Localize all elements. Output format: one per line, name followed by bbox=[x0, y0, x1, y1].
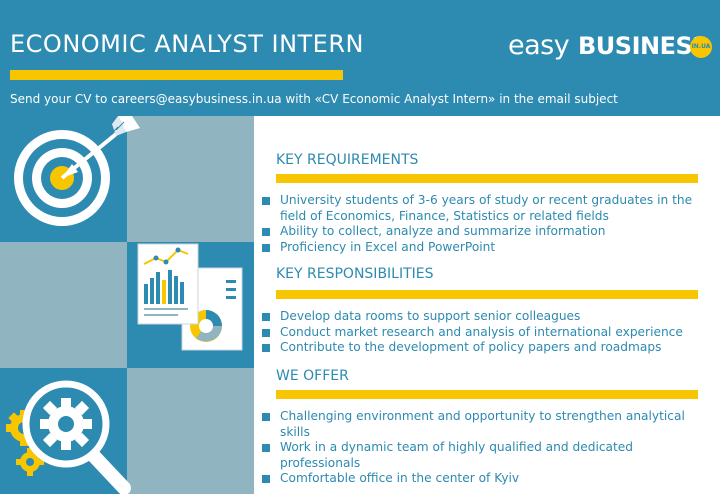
content-panel: KEY REQUIREMENTS University students of … bbox=[254, 116, 720, 494]
section-title-offer: WE OFFER bbox=[276, 368, 349, 384]
bullet-icon bbox=[262, 444, 270, 453]
bullet-icon bbox=[262, 228, 270, 237]
list-item: Proficiency in Excel and PowerPoint bbox=[262, 240, 712, 256]
list-item-text: Comfortable office in the center of Kyiv bbox=[280, 471, 520, 486]
page-subtitle: Send your CV to careers@easybusiness.in.… bbox=[10, 92, 618, 106]
brand-logo[interactable]: easy BUSINESS IN.UA bbox=[508, 30, 712, 62]
list-item: Ability to collect, analyze and summariz… bbox=[262, 224, 712, 240]
logo-text-easy: easy bbox=[508, 30, 570, 61]
offer-list: Challenging environment and opportunity … bbox=[262, 409, 712, 487]
bullet-icon bbox=[262, 328, 270, 337]
target-arrow-icon bbox=[14, 116, 140, 226]
title-underline bbox=[10, 70, 343, 80]
section-title-responsibilities: KEY RESPONSIBILITIES bbox=[276, 266, 434, 282]
list-item-text: Challenging environment and opportunity … bbox=[280, 409, 685, 439]
logo-badge: IN.UA bbox=[690, 36, 712, 58]
list-item-text: Develop data rooms to support senior col… bbox=[280, 309, 581, 323]
list-item: University students of 3-6 years of stud… bbox=[262, 193, 712, 224]
list-item: Challenging environment and opportunity … bbox=[262, 409, 712, 440]
bullet-icon bbox=[262, 475, 270, 484]
report-charts-icon bbox=[137, 243, 243, 351]
bullet-icon bbox=[262, 413, 270, 421]
list-item: Conduct market research and analysis of … bbox=[262, 325, 712, 341]
list-item: Comfortable office in the center of Kyiv bbox=[262, 471, 712, 487]
list-item-text: University students of 3-6 years of stud… bbox=[280, 193, 693, 223]
responsibilities-list: Develop data rooms to support senior col… bbox=[262, 309, 712, 356]
magnifier-gears-icon bbox=[6, 380, 131, 494]
requirements-list: University students of 3-6 years of stud… bbox=[262, 193, 712, 255]
list-item: Contribute to the development of policy … bbox=[262, 340, 712, 356]
tile-gray-2 bbox=[0, 242, 127, 368]
list-item-text: Work in a dynamic team of highly qualifi… bbox=[280, 440, 634, 470]
bullet-icon bbox=[262, 313, 270, 321]
list-item-text: Ability to collect, analyze and summariz… bbox=[280, 224, 606, 239]
list-item-text: Proficiency in Excel and PowerPoint bbox=[280, 239, 496, 254]
bullet-icon bbox=[262, 243, 270, 252]
list-item: Develop data rooms to support senior col… bbox=[262, 309, 712, 325]
header: ECONOMIC ANALYST INTERN Send your CV to … bbox=[0, 0, 720, 116]
bullet-icon bbox=[262, 344, 270, 353]
section-title-requirements: KEY REQUIREMENTS bbox=[276, 152, 419, 168]
logo-text-business: BUSINESS bbox=[578, 32, 708, 60]
tile-gray-3 bbox=[127, 368, 254, 494]
bullet-icon bbox=[262, 197, 270, 205]
list-item-text: Contribute to the development of policy … bbox=[280, 340, 662, 355]
section-bar-offer bbox=[276, 390, 698, 399]
section-bar-requirements bbox=[276, 174, 698, 183]
tile-gray-1 bbox=[127, 116, 254, 242]
list-item: Work in a dynamic team of highly qualifi… bbox=[262, 440, 712, 471]
list-item-text: Conduct market research and analysis of … bbox=[280, 324, 683, 339]
section-bar-responsibilities bbox=[276, 290, 698, 299]
page-title: ECONOMIC ANALYST INTERN bbox=[10, 30, 364, 58]
